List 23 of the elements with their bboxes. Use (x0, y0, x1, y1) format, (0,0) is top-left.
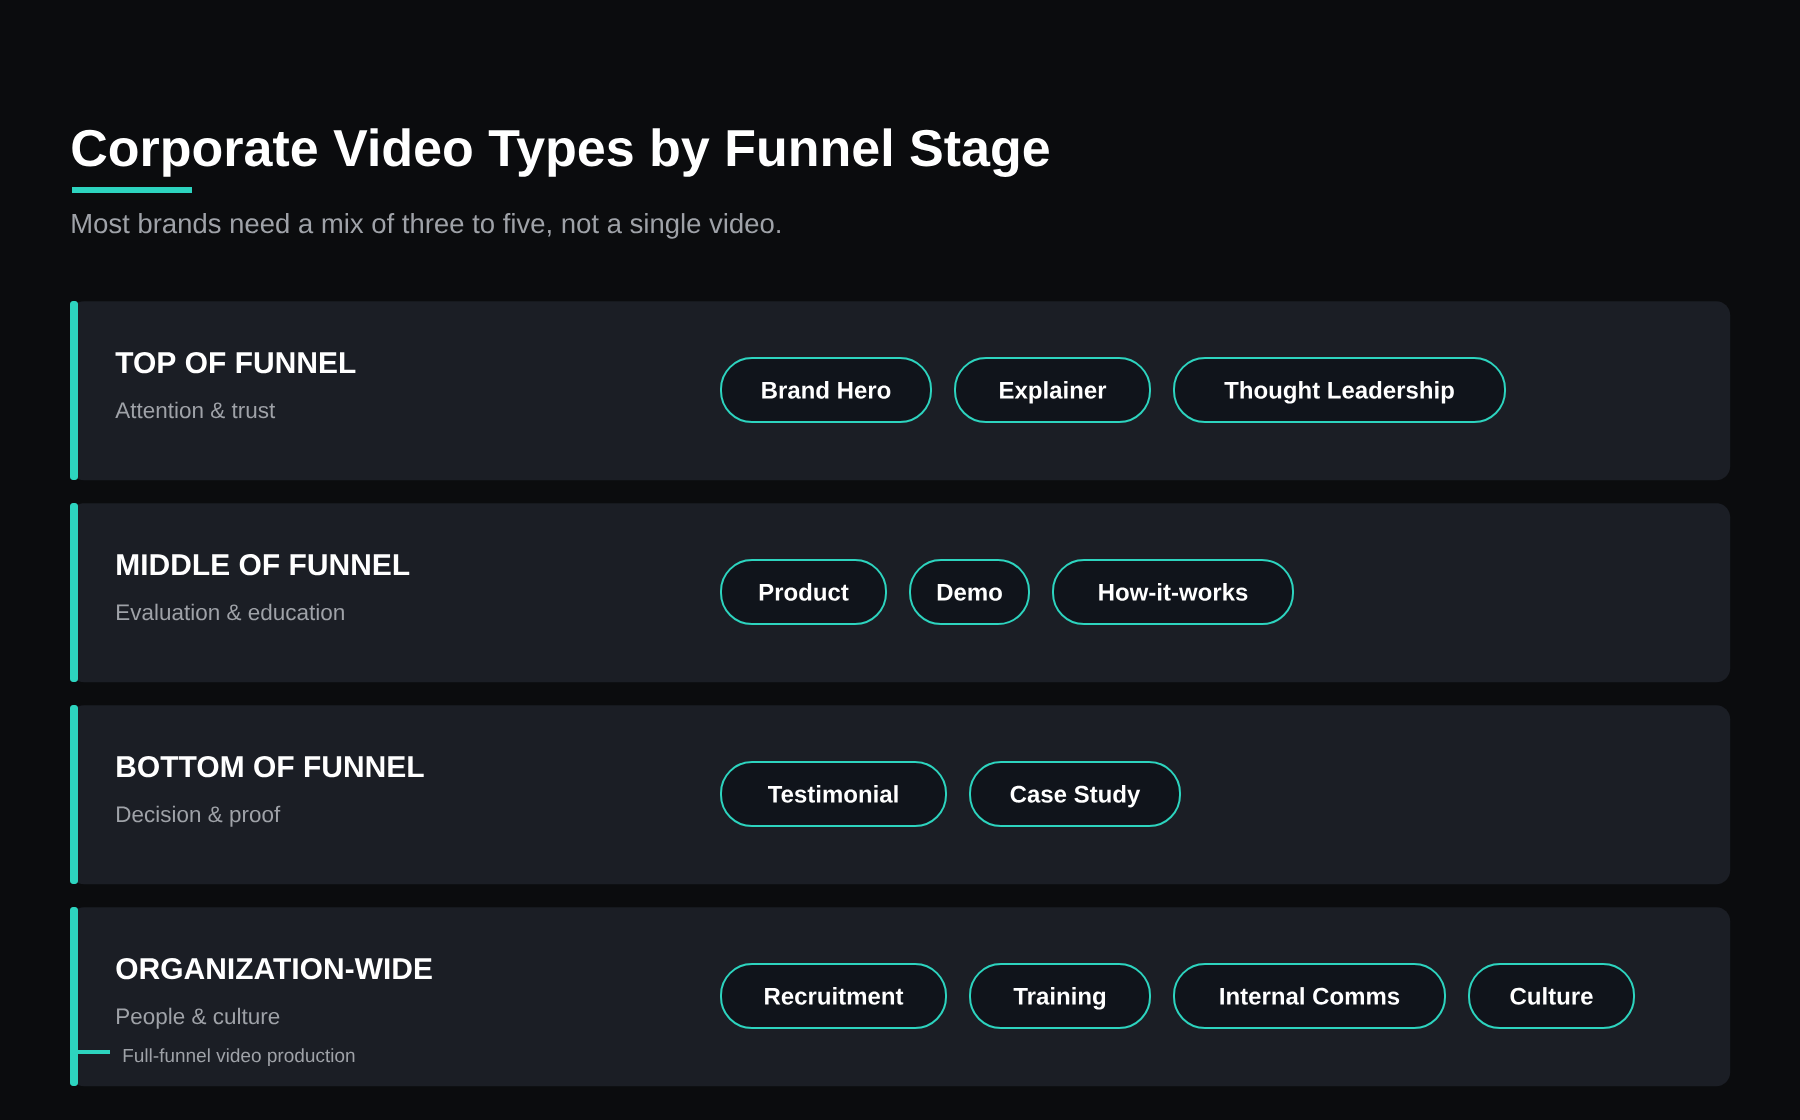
tag-pill: Demo (909, 559, 1030, 625)
subtitle: Most brands need a mix of three to five, not a single video. (72, 213, 780, 239)
tag-pill: Brand Hero (720, 357, 932, 423)
tag-pill: Case Study (969, 761, 1181, 827)
tag-pill: Product (720, 559, 887, 625)
tag-pill: Training (969, 963, 1151, 1029)
tag-pill: Thought Leadership (1173, 357, 1506, 423)
stage-subtitle: Attention & trust (115, 401, 276, 419)
tag-pill: Testimonial (720, 761, 947, 827)
tag-pill: Internal Comms (1173, 963, 1446, 1029)
stage-subtitle: Decision & proof (117, 805, 281, 827)
stage-heading: ORGANIZATION-WIDE (116, 958, 432, 980)
stage-heading: BOTTOM OF FUNNEL (117, 756, 424, 778)
stage-heading: MIDDLE OF FUNNEL (117, 554, 410, 576)
tag-pill: Culture (1468, 963, 1635, 1029)
stage-subtitle: People & culture (117, 1007, 280, 1029)
footer-text: Full-funnel video production (123, 1048, 355, 1066)
stage-heading: TOP OF FUNNEL (115, 352, 356, 374)
tag-pill: Recruitment (720, 963, 947, 1029)
title: Corporate Video Types by Funnel Stage (72, 128, 1049, 178)
tag-pill: Explainer (954, 357, 1151, 423)
tag-pill: How-it-works (1052, 559, 1294, 625)
stage-subtitle: Evaluation & education (117, 603, 344, 621)
